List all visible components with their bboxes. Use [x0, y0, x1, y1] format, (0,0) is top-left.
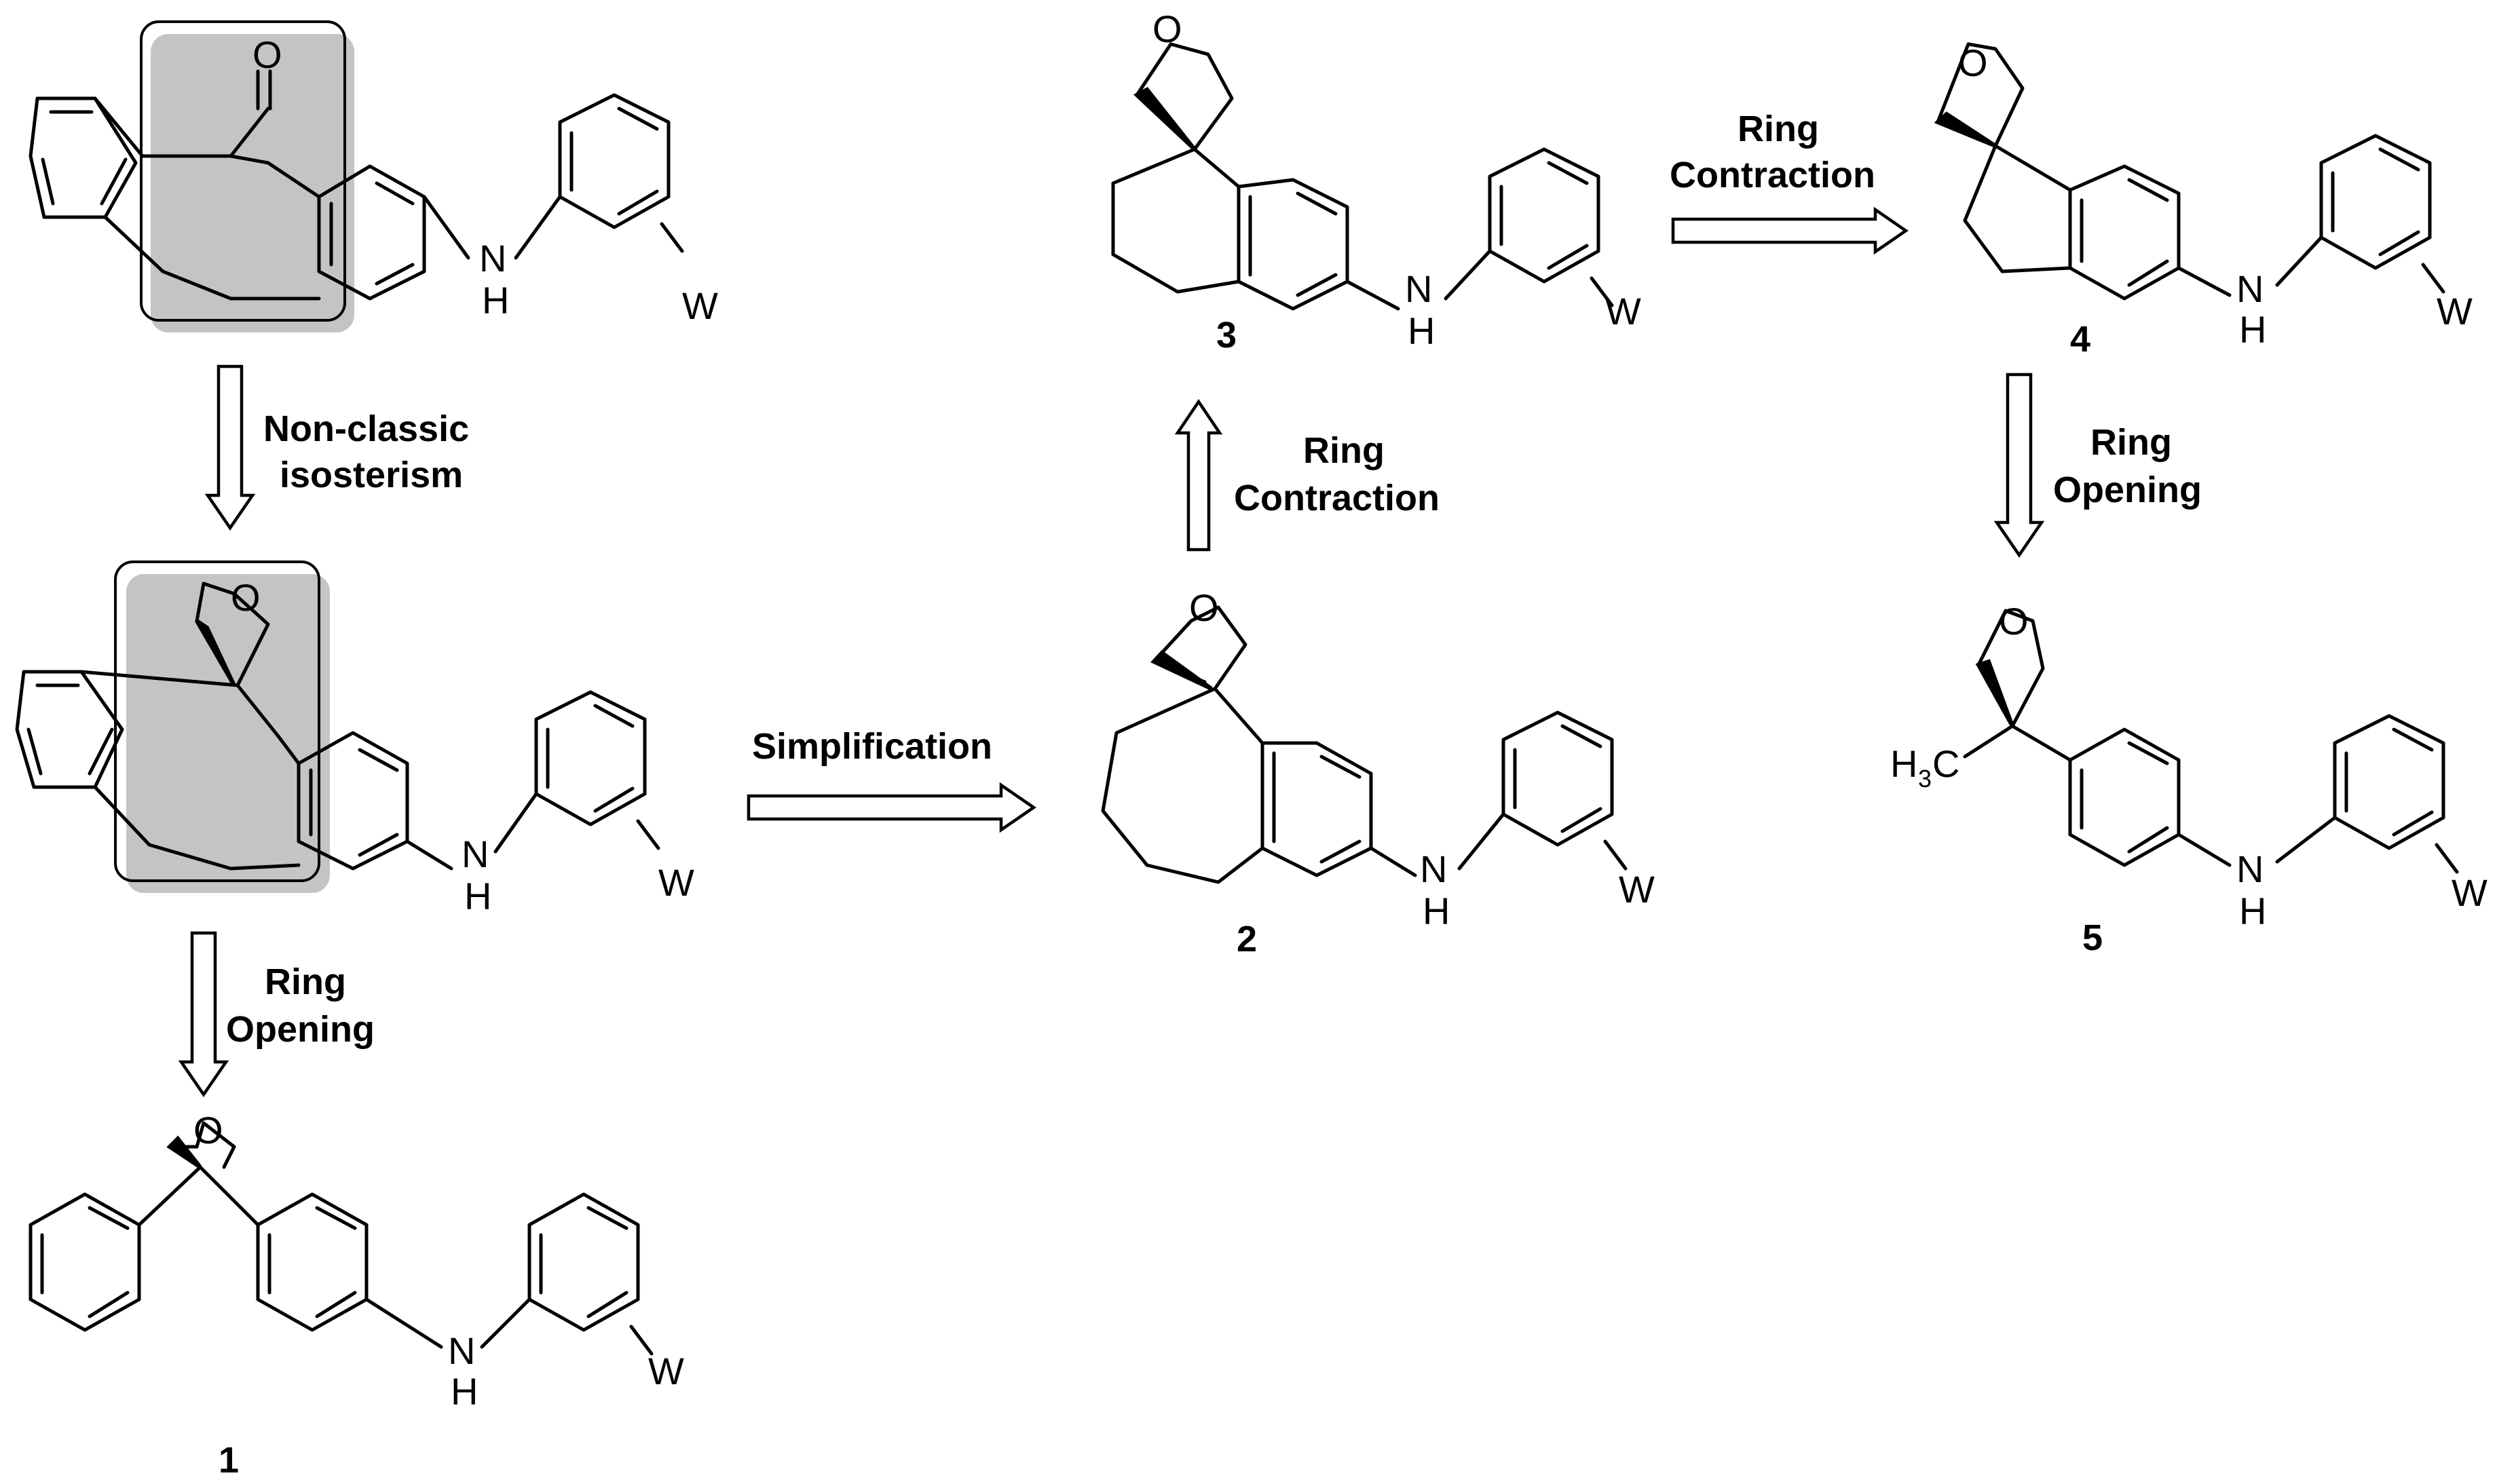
nh-h-label: H — [2239, 890, 2266, 932]
methyl-subscript-label: 3 — [1918, 765, 1932, 793]
oxetane-oxygen-label: O — [1999, 600, 2029, 643]
arrow-simplification: Simplification — [747, 726, 1036, 833]
nh-n-label: N — [448, 1329, 475, 1372]
w-substituent-label: W — [648, 1350, 684, 1392]
ring-opening-right-label-2: Opening — [2053, 470, 2202, 510]
nh-h-label: H — [482, 279, 509, 322]
arrow-isosterism: Non-classic isosterism — [204, 364, 469, 531]
ring-opening-left-label-1: Ring — [265, 962, 346, 1002]
oxetane-oxygen-label: O — [231, 576, 261, 619]
oxetane-oxygen-label: O — [193, 1109, 223, 1152]
nh-n-label: N — [2236, 848, 2264, 890]
parent-ketone-structure: O N H W — [29, 20, 718, 332]
compound-2-structure: O N H W 2 — [1101, 586, 1655, 959]
compound-1-number: 1 — [219, 1440, 239, 1481]
compound-1-structure: O N H W 1 — [29, 1109, 684, 1481]
compound-5-structure: O H 3 C N H W 5 — [1890, 600, 2487, 958]
w-substituent-label: W — [2452, 871, 2487, 914]
oxetane-isostere-structure: O N H W — [15, 560, 694, 917]
compound-2-number: 2 — [1237, 919, 1257, 959]
nh-h-label: H — [1408, 309, 1435, 352]
compound-4-number: 4 — [2070, 319, 2090, 360]
ring-contraction-up-label-2: Contraction — [1234, 478, 1440, 518]
compound-5-number: 5 — [2082, 917, 2103, 958]
ring-contraction-right-label-2: Contraction — [1670, 155, 1875, 195]
w-substituent-label: W — [682, 284, 718, 327]
nh-h-label: H — [464, 875, 491, 917]
nh-n-label: N — [1405, 267, 1432, 310]
isosterism-label-1: Non-classic — [263, 408, 469, 449]
w-substituent-label: W — [1619, 868, 1655, 911]
w-substituent-label: W — [2437, 290, 2473, 332]
w-substituent-label: W — [1605, 290, 1641, 332]
compound-3-structure: O N H W 3 — [1111, 7, 1641, 356]
compound-4-structure: O N H W 4 — [1934, 41, 2473, 360]
ring-opening-left-label-2: Opening — [226, 1009, 375, 1050]
w-substituent-label: W — [658, 861, 694, 904]
methyl-c-label: C — [1932, 742, 1959, 785]
nh-n-label: N — [2236, 267, 2264, 310]
compound-3-number: 3 — [1216, 315, 1237, 356]
ring-contraction-right-label-1: Ring — [1738, 109, 1819, 149]
ketone-oxygen-label: O — [252, 33, 282, 76]
arrow-ring-opening-left: Ring Opening — [178, 931, 375, 1097]
arrow-ring-opening-right: Ring Opening — [1993, 373, 2202, 558]
oxetane-oxygen-label: O — [1189, 586, 1219, 629]
ring-opening-right-label-1: Ring — [2090, 422, 2172, 463]
simplification-label: Simplification — [752, 726, 992, 767]
oxetane-oxygen-label: O — [1152, 7, 1182, 50]
arrow-ring-contraction-up: Ring Contraction — [1174, 398, 1440, 552]
nh-n-label: N — [479, 237, 506, 280]
ring-contraction-up-label-1: Ring — [1303, 430, 1385, 471]
nh-n-label: N — [462, 833, 489, 875]
arrow-ring-contraction-right: Ring Contraction — [1670, 109, 1909, 255]
nh-h-label: H — [1423, 890, 1450, 932]
isosterism-label-2: isosterism — [280, 455, 463, 495]
oxetane-oxygen-label: O — [1958, 41, 1988, 84]
nh-h-label: H — [451, 1370, 478, 1413]
highlight-box-top — [140, 20, 346, 322]
nh-h-label: H — [2239, 308, 2266, 351]
nh-n-label: N — [1420, 848, 1447, 890]
methyl-h-label: H — [1890, 742, 1917, 785]
